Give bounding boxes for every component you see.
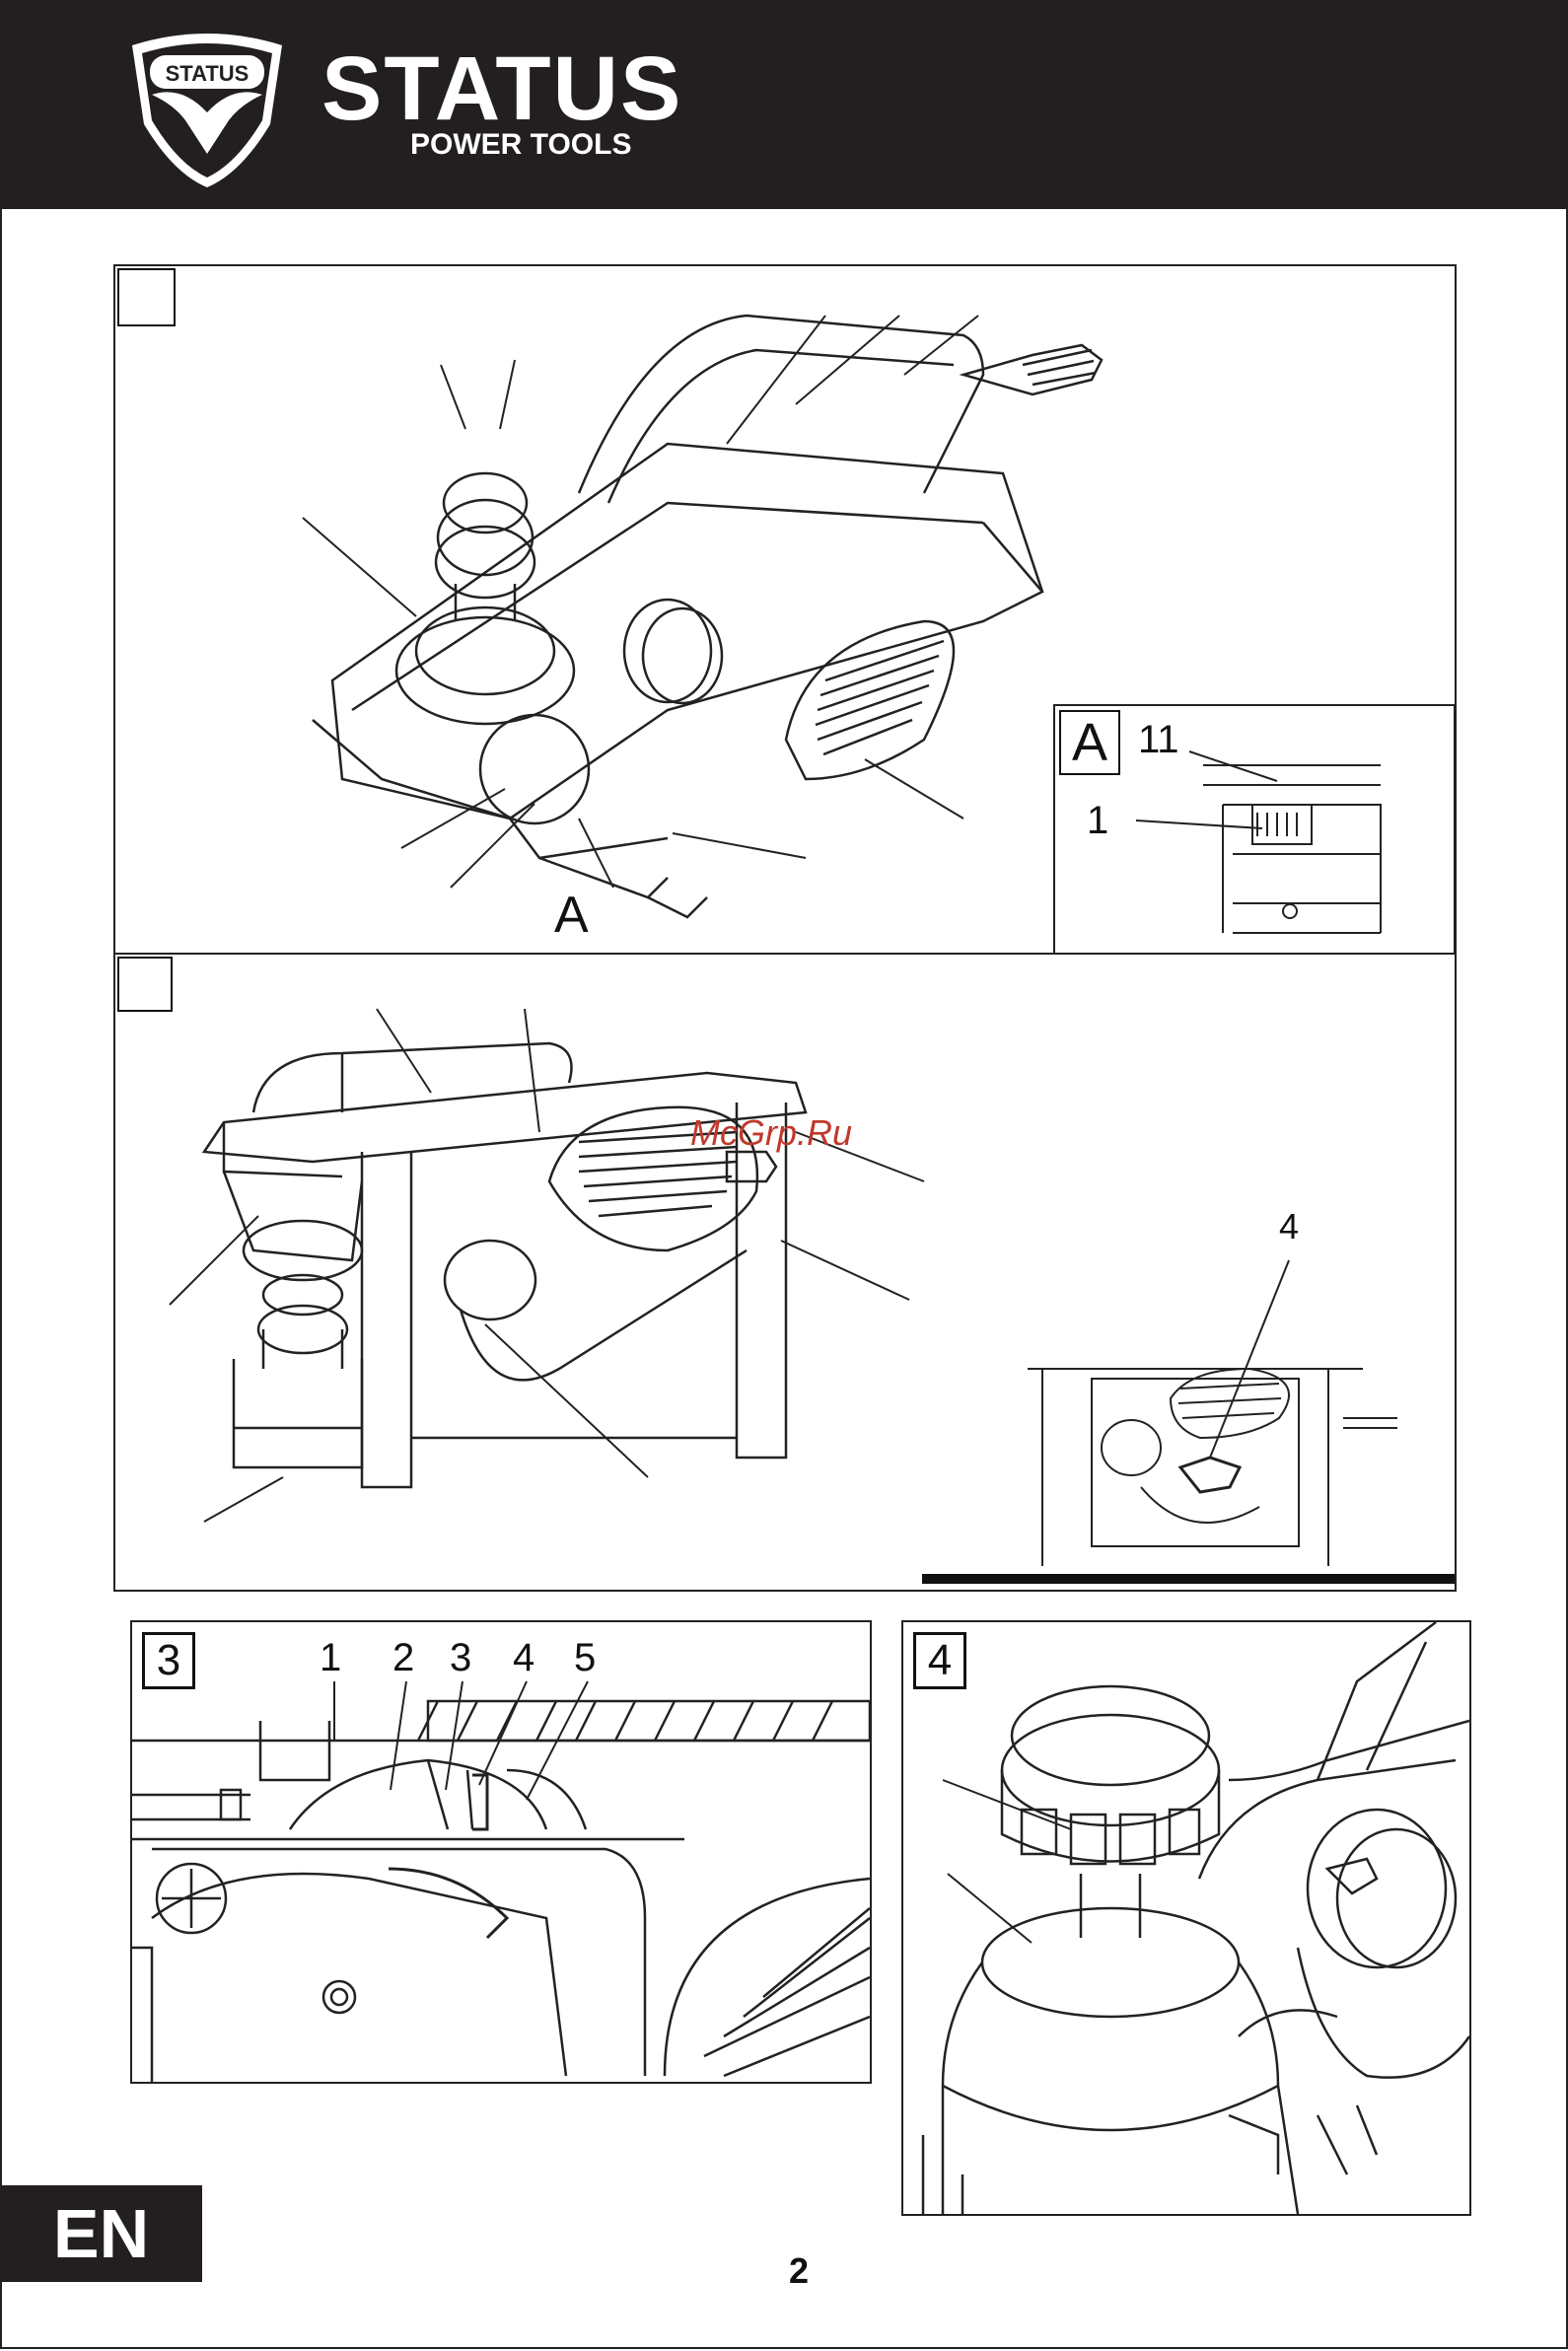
planer-drawing-2: [115, 955, 1455, 1590]
brand-subtitle: POWER TOOLS: [410, 130, 631, 160]
figure-2-inset-label-4: 4: [1279, 1209, 1299, 1245]
eagle-shield-logo-icon: STATUS: [112, 26, 302, 189]
inset-a: A 11 1: [1053, 704, 1456, 957]
detail-a-label: A: [554, 887, 589, 944]
brand-name: STATUS: [321, 43, 682, 134]
figure-3: 3 1 2 3 4 5: [130, 1620, 872, 2084]
depth-knob-drawing: [903, 1622, 1469, 2214]
inset-a-drawing: [1055, 706, 1454, 955]
page-number: 2: [789, 2250, 809, 2292]
header-bar: STATUS STATUS POWER TOOLS: [0, 0, 1568, 209]
figure-2: 4: [113, 953, 1457, 1592]
blade-detail-drawing: [132, 1622, 870, 2082]
emblem-text: STATUS: [166, 61, 249, 86]
watermark-text: McGrp.Ru: [690, 1112, 852, 1154]
figure-4: 4: [901, 1620, 1471, 2216]
language-badge: EN: [0, 2185, 202, 2282]
